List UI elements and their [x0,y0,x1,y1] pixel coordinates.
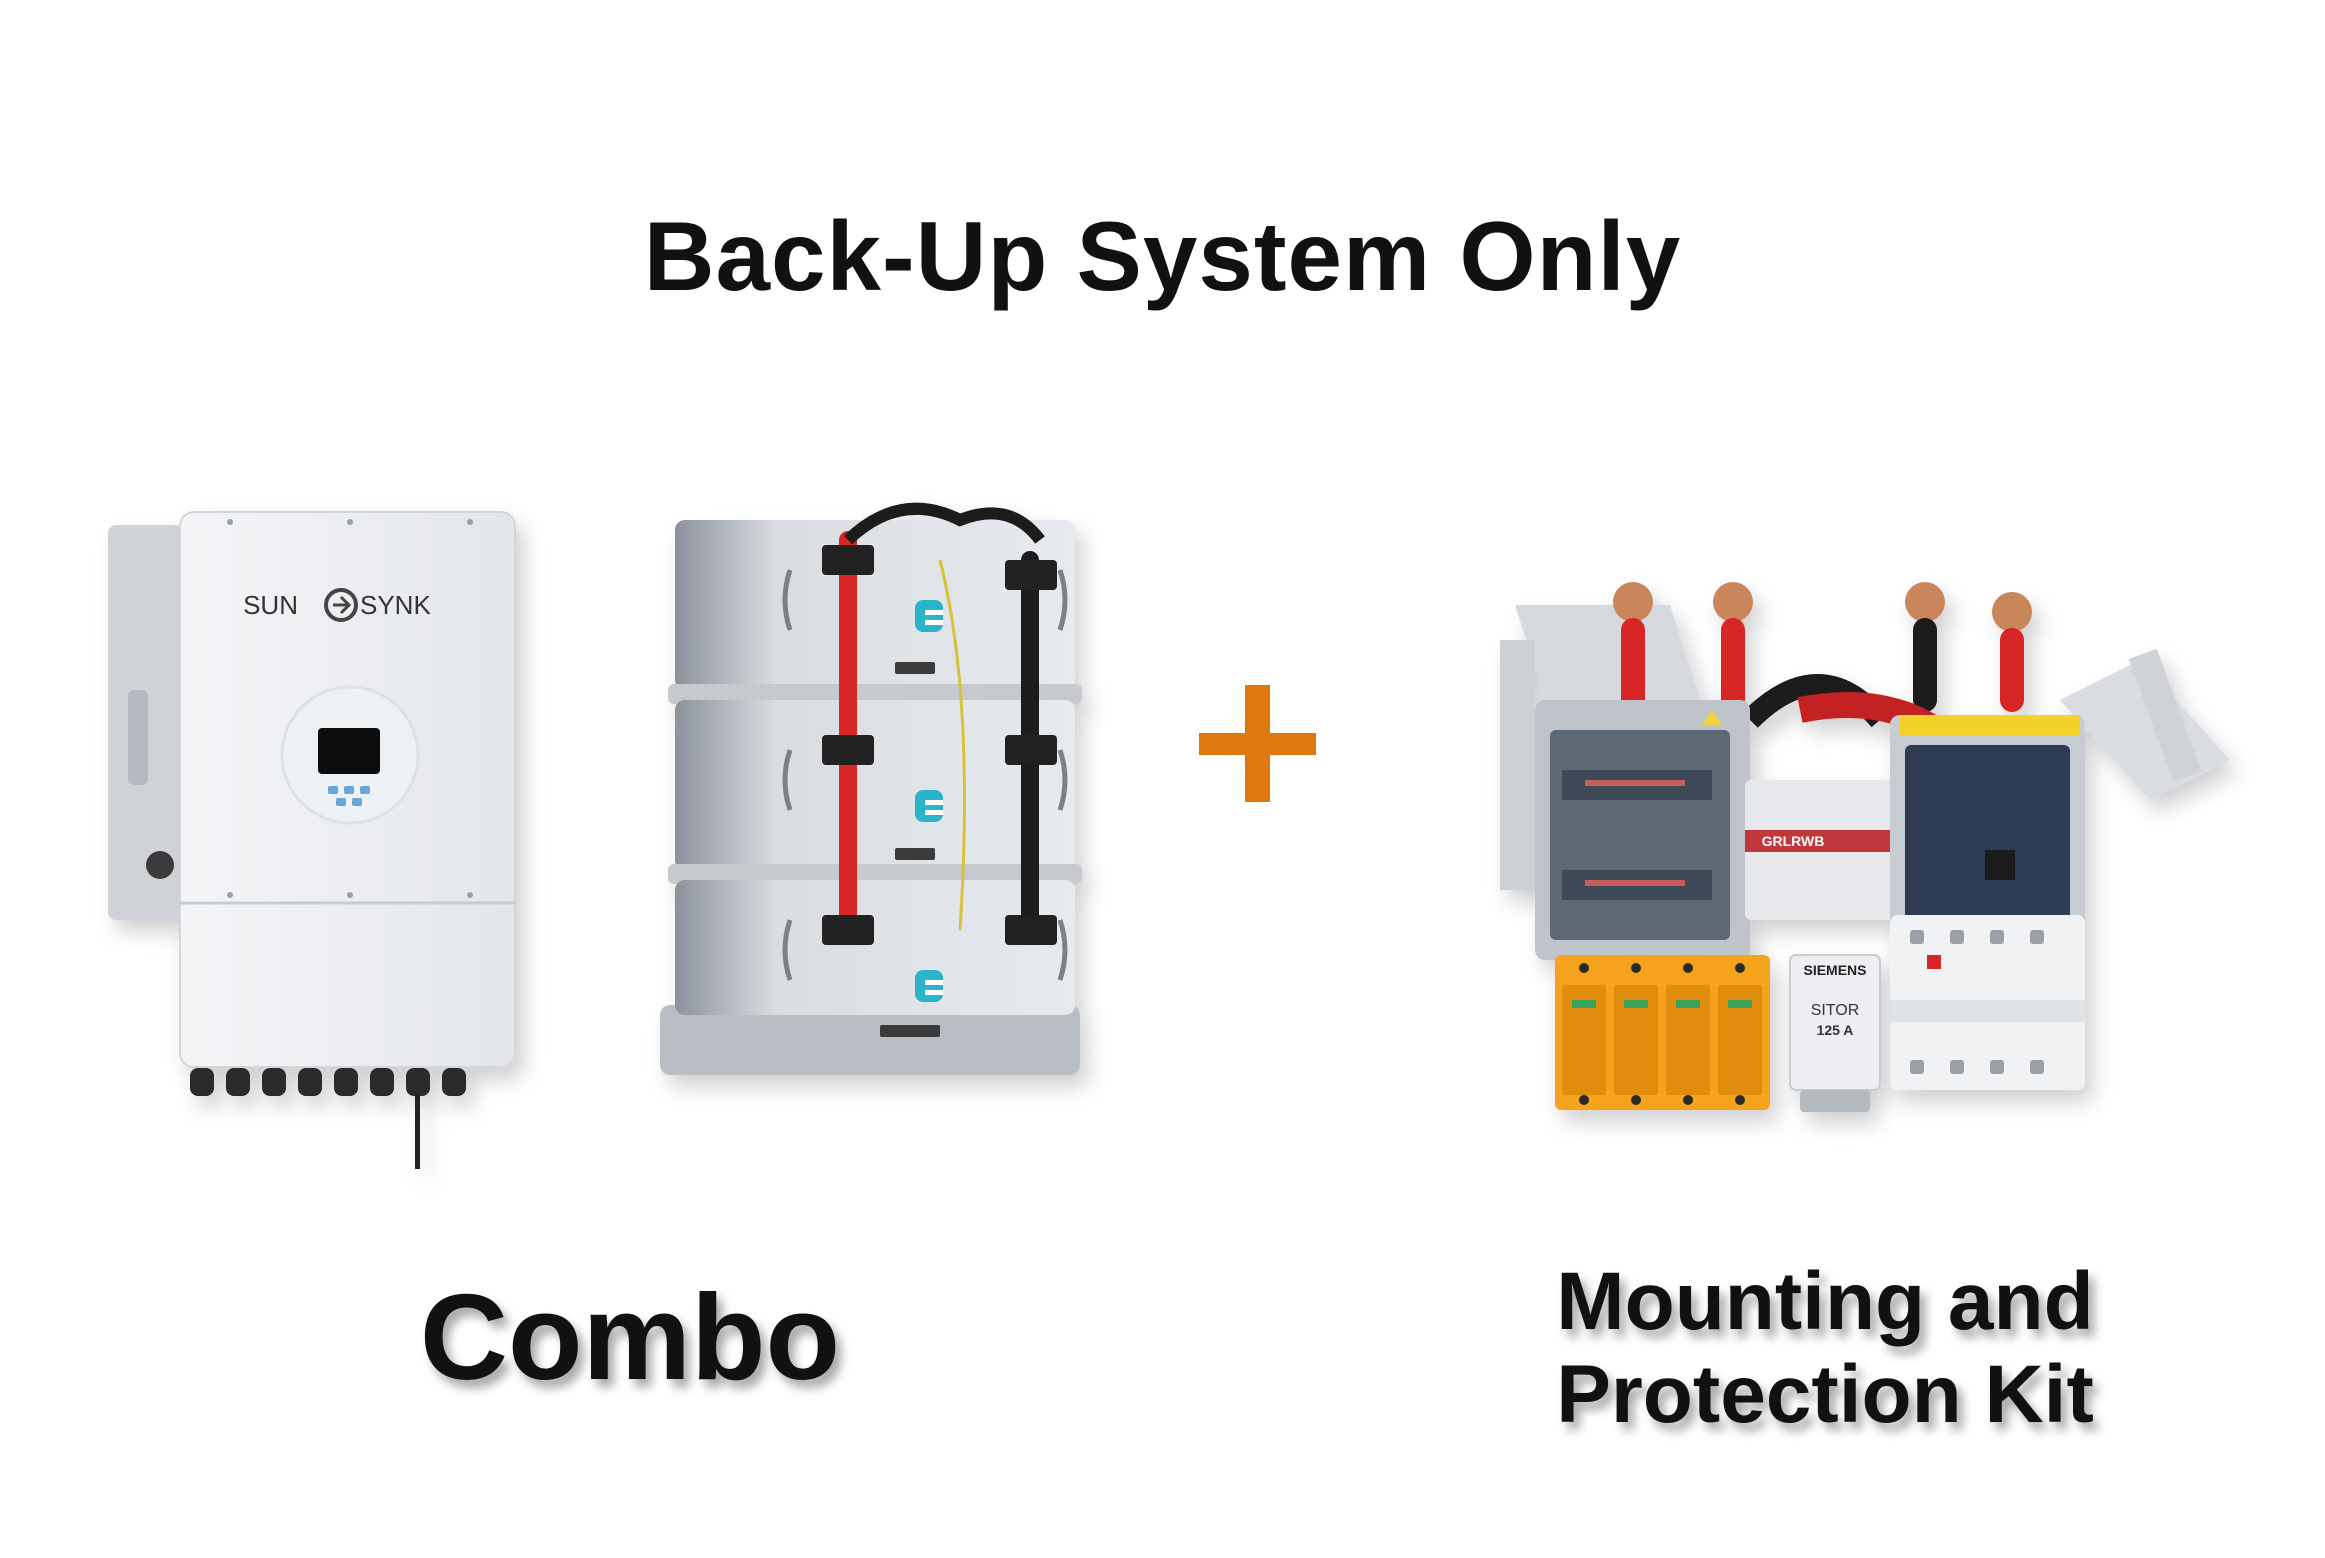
kit-caption-line2: Protection Kit [1556,1349,2094,1441]
fuse-model-label: SITOR [1811,1002,1860,1019]
protection-kit-icon [1500,582,2230,1112]
fuse-brand-label: SIEMENS [1803,962,1866,978]
inverter-brand-left: SUN [243,590,298,620]
kit-caption-line1: Mounting and [1556,1256,2094,1347]
plus-icon [1199,685,1316,802]
inverter-icon [108,511,516,1169]
fuse-rating-label: 125 A [1817,1022,1854,1038]
combo-caption: Combo [419,1269,841,1405]
battery-stack-icon [660,502,1082,1075]
kit-caption: Mounting and Protection Kit [1460,1255,2190,1442]
breaker-brand-label: GRLRWB [1762,833,1825,849]
inverter-brand-right: SYNK [360,590,431,620]
page-title: Back-Up System Only [643,201,1682,311]
